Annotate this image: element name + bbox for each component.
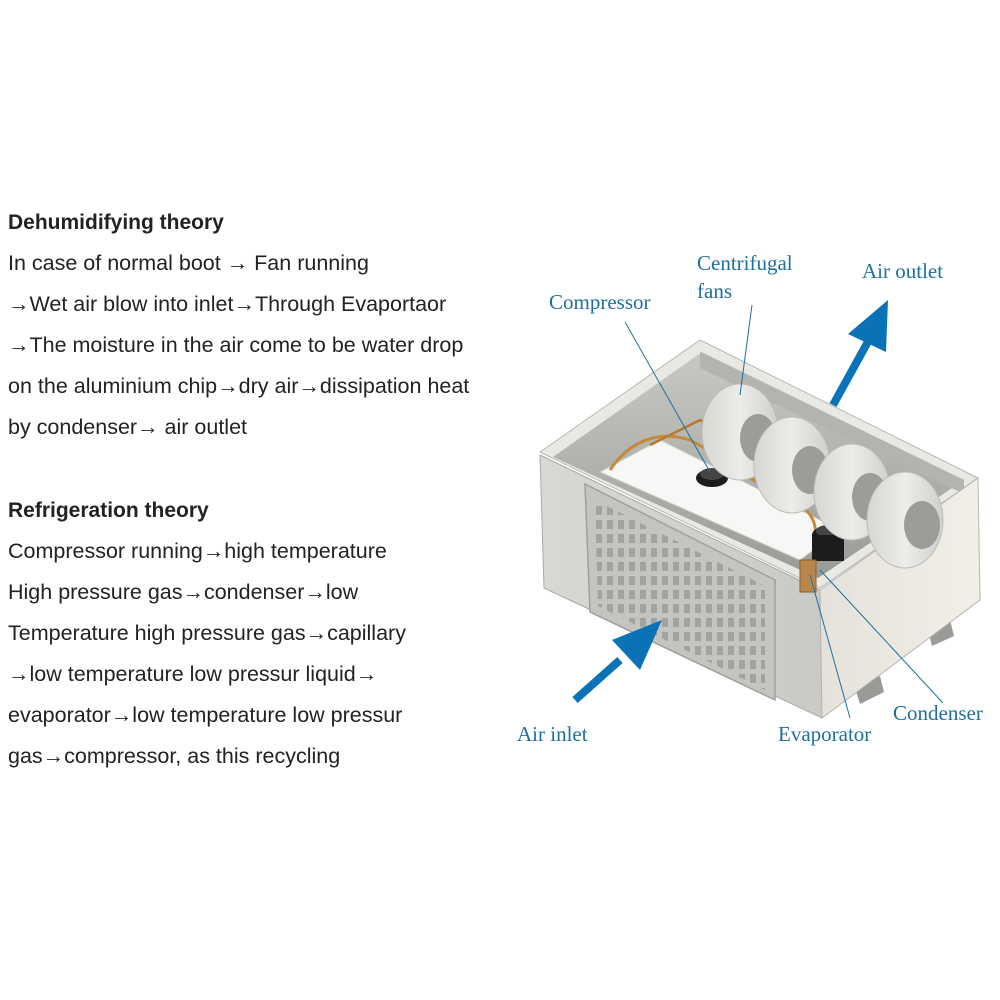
refrigeration-line: Compressor running→high temperature xyxy=(8,539,387,563)
refrigeration-line: gas→compressor, as this recycling xyxy=(8,744,341,768)
centrifugal-fans-label: Centrifugal xyxy=(697,251,793,275)
evaporator-label: Evaporator xyxy=(778,722,871,746)
centrifugal-fans-label-line2: fans xyxy=(697,279,732,303)
internals xyxy=(598,383,944,593)
inner-back-wall xyxy=(700,352,964,494)
condenser-label: Condenser xyxy=(893,701,983,725)
refrigeration-title: Refrigeration theory xyxy=(8,499,209,522)
centrifugal-fan xyxy=(866,471,944,569)
refrigeration-section: Refrigeration theory Compressor running→… xyxy=(8,490,406,777)
condenser-leader xyxy=(819,569,944,704)
dehumidifier-diagram: Compressor Centrifugal fans Air outlet A… xyxy=(517,251,983,746)
dehumidifying-title: Dehumidifying theory xyxy=(8,211,224,234)
air-outlet-arrow xyxy=(829,300,888,407)
compressor-leader xyxy=(624,321,711,473)
compressor-label: Compressor xyxy=(549,290,651,314)
foot xyxy=(855,676,884,704)
copper-pipe xyxy=(608,434,736,471)
dehumidifying-line: →Wet air blow into inlet→Through Evaport… xyxy=(8,292,447,316)
leader-lines xyxy=(624,304,944,719)
foot xyxy=(928,620,954,646)
dehumidifying-line: on the aluminium chip→dry air→dissipatio… xyxy=(8,374,470,398)
dehumidifying-section: Dehumidifying theory In case of normal b… xyxy=(8,202,469,448)
air-outlet-label: Air outlet xyxy=(862,259,943,283)
air-inlet-arrow xyxy=(572,620,662,703)
refrigeration-line: Temperature high pressure gas→capillary xyxy=(8,621,406,645)
evaporator-leader xyxy=(809,574,851,719)
refrigeration-line: →low temperature low pressur liquid→ xyxy=(8,662,378,686)
dehumidifying-line: In case of normal boot → Fan running xyxy=(8,251,369,275)
refrigeration-line: High pressure gas→condenser→low xyxy=(8,580,359,604)
front-grille xyxy=(584,482,776,702)
dehumidifying-line: by condenser→ air outlet xyxy=(8,415,248,439)
refrigeration-line: evaporator→low temperature low pressur xyxy=(8,703,403,727)
dehumidifying-line: →The moisture in the air come to be wate… xyxy=(8,333,464,357)
air-inlet-label: Air inlet xyxy=(517,722,588,746)
centrifugal-fans-leader xyxy=(739,304,753,396)
